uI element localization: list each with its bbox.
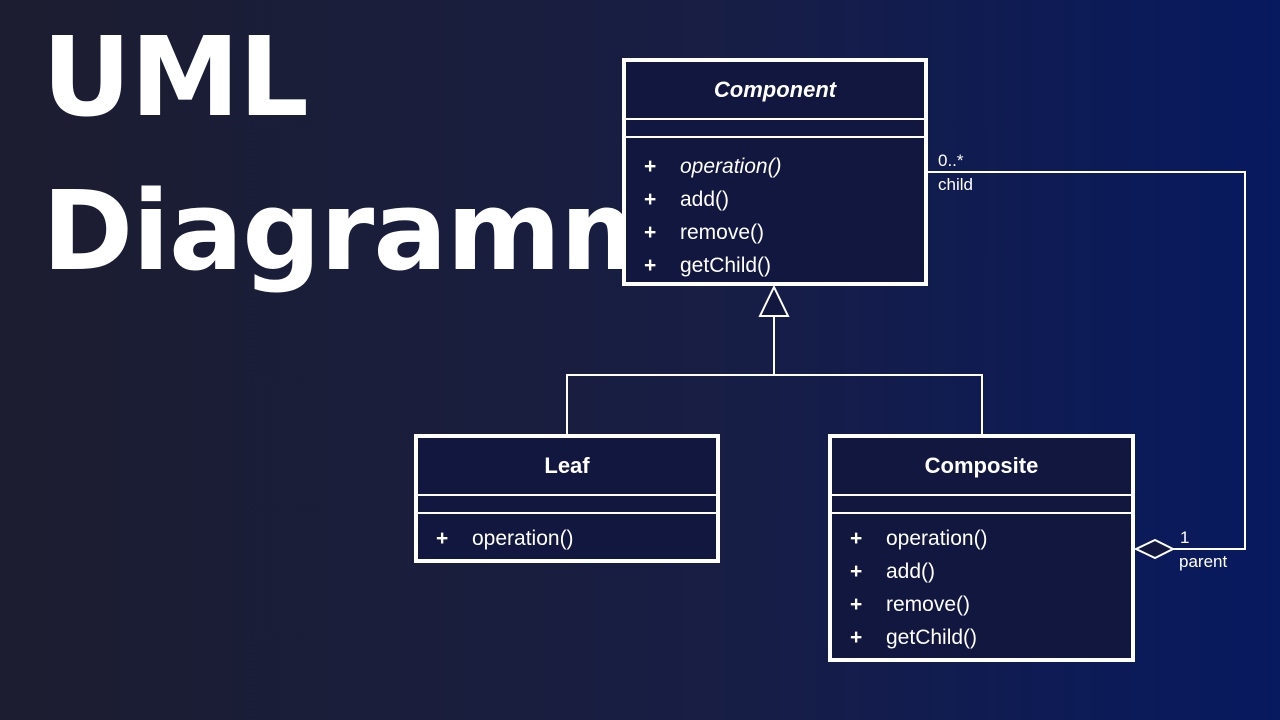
visibility-marker: + bbox=[850, 625, 863, 649]
operation-name: remove() bbox=[680, 220, 765, 244]
visibility-marker: + bbox=[644, 220, 657, 244]
visibility-marker: + bbox=[850, 526, 863, 550]
visibility-marker: + bbox=[644, 154, 657, 178]
class-name: Component bbox=[626, 62, 924, 120]
class-name: Leaf bbox=[418, 438, 716, 496]
operation-name: getChild() bbox=[886, 625, 978, 649]
operation-row: + getChild() bbox=[644, 249, 924, 282]
visibility-marker: + bbox=[850, 592, 863, 616]
class-component: Component + operation() + add() + remove… bbox=[622, 58, 928, 286]
generalization-line bbox=[566, 374, 983, 434]
class-attributes bbox=[832, 496, 1131, 514]
child-role-label: child bbox=[938, 175, 973, 194]
operation-row: + add() bbox=[644, 183, 924, 216]
generalization-arrowhead bbox=[758, 284, 790, 317]
visibility-marker: + bbox=[850, 559, 863, 583]
class-operations: + operation() + add() + remove() + getCh… bbox=[626, 138, 924, 282]
visibility-marker: + bbox=[644, 187, 657, 211]
class-operations: + operation() + add() + remove() + getCh… bbox=[832, 514, 1131, 654]
visibility-marker: + bbox=[644, 253, 657, 277]
operation-name: add() bbox=[886, 559, 936, 583]
operation-row: + remove() bbox=[850, 588, 1131, 621]
operation-name: operation() bbox=[472, 526, 574, 550]
operation-row: + remove() bbox=[644, 216, 924, 249]
operation-row: + add() bbox=[850, 555, 1131, 588]
aggregation-line bbox=[927, 171, 1246, 550]
parent-multiplicity: 1 bbox=[1180, 528, 1190, 547]
operation-name: add() bbox=[680, 187, 730, 211]
operation-row: + getChild() bbox=[850, 621, 1131, 654]
operation-row: + operation() bbox=[644, 150, 924, 183]
operation-name: operation() bbox=[680, 154, 782, 178]
operation-row: + operation() bbox=[850, 522, 1131, 555]
page-title-line-1: UML bbox=[42, 13, 309, 141]
operation-name: remove() bbox=[886, 592, 971, 616]
operation-name: getChild() bbox=[680, 253, 772, 277]
child-multiplicity: 0..* bbox=[938, 151, 964, 170]
visibility-marker: + bbox=[436, 526, 449, 550]
operation-name: operation() bbox=[886, 526, 988, 550]
class-operations: + operation() bbox=[418, 514, 716, 555]
class-name: Composite bbox=[832, 438, 1131, 496]
class-attributes bbox=[418, 496, 716, 514]
operation-row: + operation() bbox=[436, 522, 716, 555]
class-composite: Composite + operation() + add() + remove… bbox=[828, 434, 1135, 662]
class-leaf: Leaf + operation() bbox=[414, 434, 720, 563]
aggregation-diamond bbox=[1133, 538, 1176, 560]
class-attributes bbox=[626, 120, 924, 138]
parent-role-label: parent bbox=[1179, 552, 1228, 571]
